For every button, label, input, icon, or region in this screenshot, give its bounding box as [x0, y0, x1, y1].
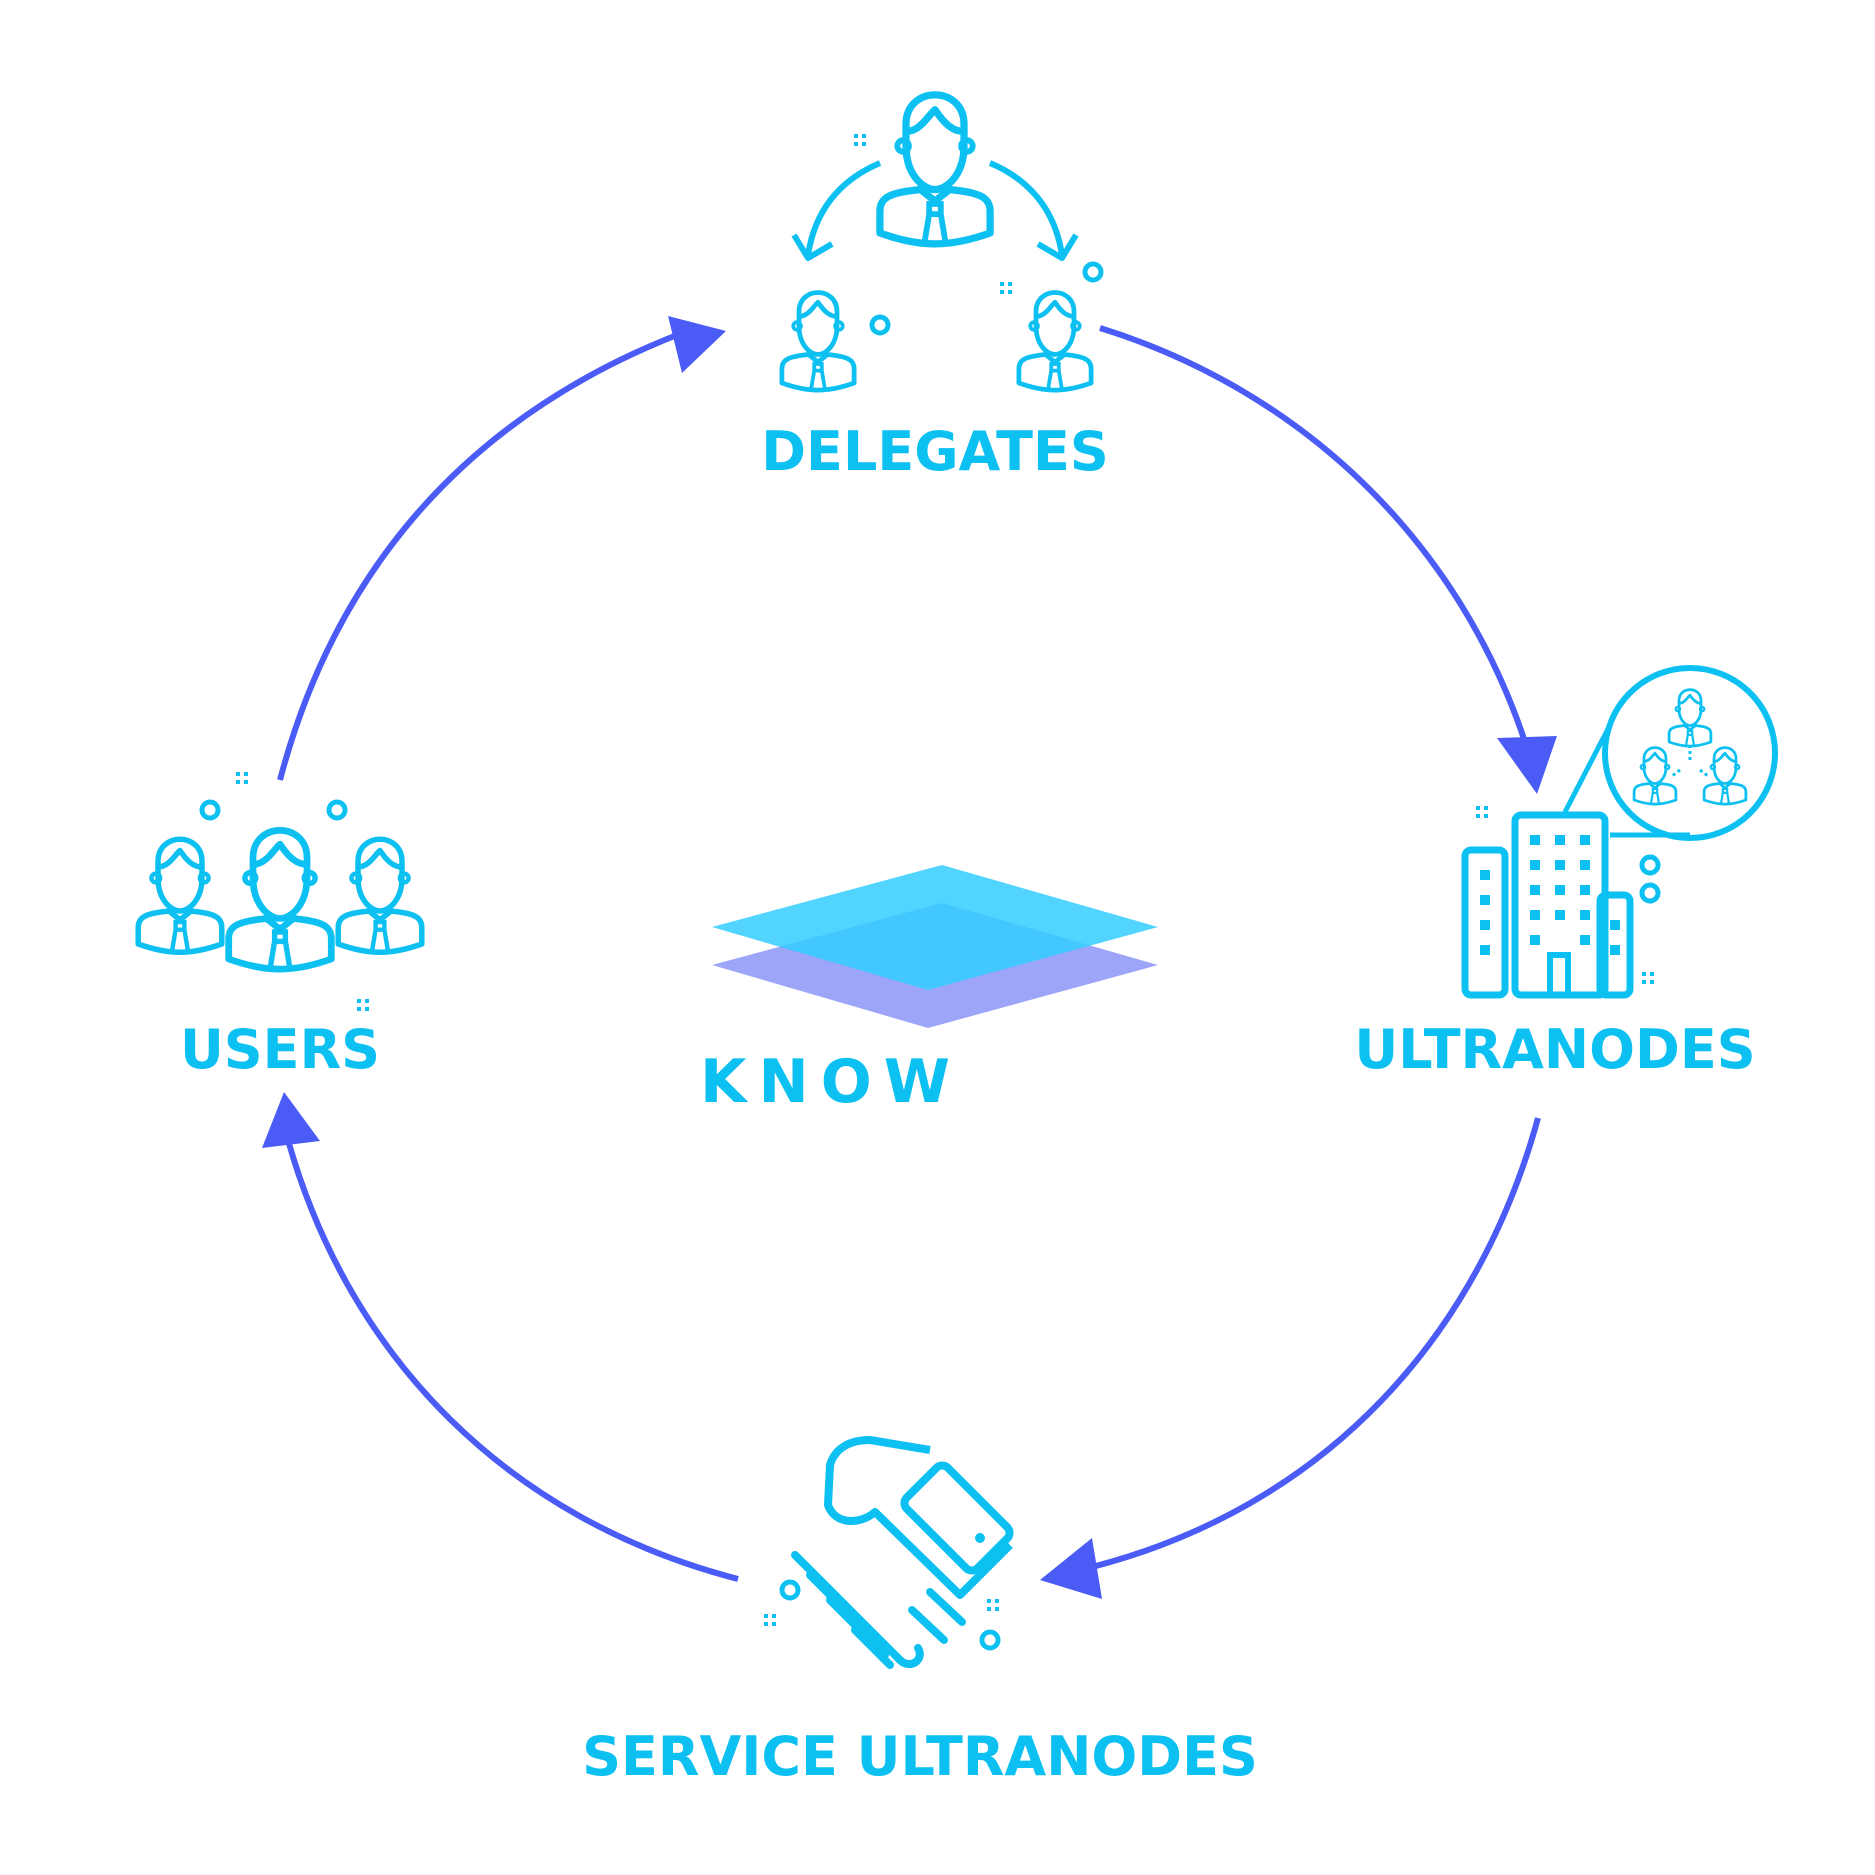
layers-logo-icon — [712, 865, 1158, 1028]
arrowhead-users — [262, 1092, 320, 1148]
ultranodes-label: ULTRANODES — [1354, 1018, 1756, 1081]
office-building-icon — [1461, 665, 1778, 999]
arrowhead-service — [1040, 1538, 1102, 1599]
know-logo-text: KNOW — [700, 1047, 962, 1117]
users-label: USERS — [179, 1018, 381, 1081]
service-ultranodes-label: SERVICE ULTRANODES — [582, 1725, 1258, 1788]
arrow-ultranodes-to-service — [1079, 1117, 1541, 1573]
arrow-service-to-users — [285, 1139, 739, 1582]
arrow-delegates-to-ultranodes — [1099, 325, 1530, 749]
arrowhead-delegates — [668, 316, 726, 373]
delegates-group-icon — [782, 95, 1104, 390]
delegates-label: DELEGATES — [761, 420, 1109, 483]
arrowhead-ultranodes — [1497, 736, 1557, 794]
users-group-icon — [138, 772, 422, 1011]
handshake-icon — [764, 1436, 1014, 1669]
cycle-arrows — [262, 316, 1557, 1599]
arrow-users-to-delegates — [277, 327, 692, 781]
